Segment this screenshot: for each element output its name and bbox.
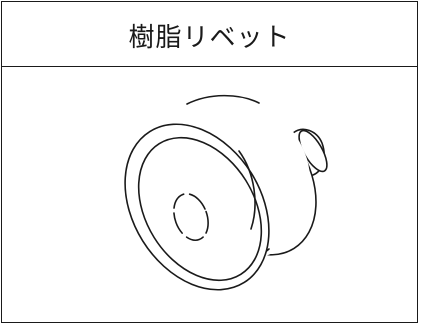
resin-rivet-icon [124,94,328,291]
rivet-center-hole [173,192,209,242]
product-illustration [2,67,417,323]
page-title: 樹脂リベット [128,22,291,53]
title-bar: 樹脂リベット [2,2,417,67]
